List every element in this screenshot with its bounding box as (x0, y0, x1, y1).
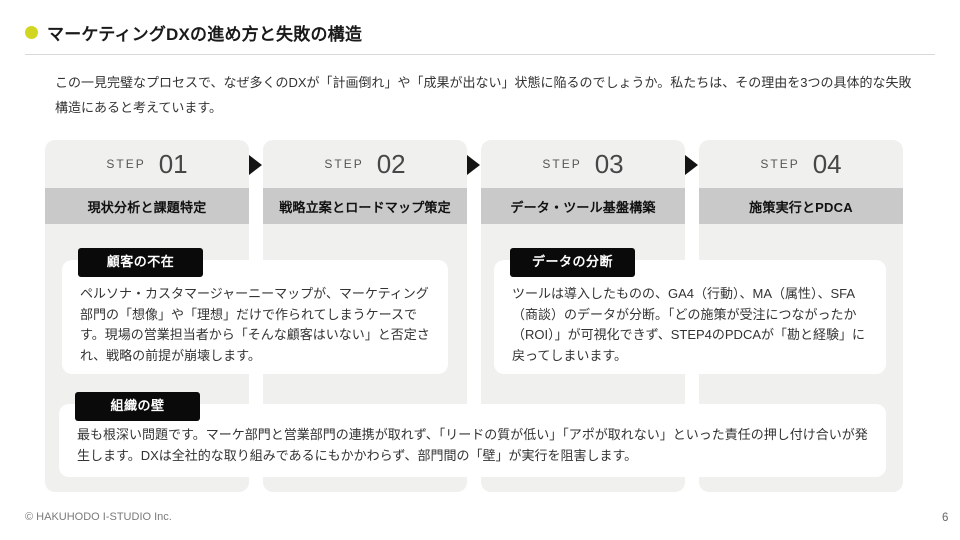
step-label: STEP (542, 157, 582, 171)
arrow-right-icon (249, 155, 262, 175)
copyright: © HAKUHODO I-STUDIO Inc. (25, 511, 172, 523)
arrow-right-icon (467, 155, 480, 175)
step-label: STEP (324, 157, 364, 171)
intro-text: この一見完璧なプロセスで、なぜ多くのDXが「計画倒れ」や「成果が出ない」状態に陥… (55, 75, 912, 115)
step-name-band: 戦略立案とロードマップ策定 (263, 188, 467, 224)
step-number: 01 (158, 148, 188, 179)
failure-note-customer-absence: 顧客の不在 ペルソナ・カスタマージャーニーマップが、マーケティング部門の「想像」… (62, 248, 448, 374)
step-number: 03 (594, 148, 624, 179)
step-label: STEP (760, 157, 800, 171)
step-header: STEP 02 (263, 140, 467, 188)
step-name-band: 現状分析と課題特定 (45, 188, 249, 224)
slide-header: マーケティングDXの進め方と失敗の構造 (25, 20, 362, 45)
failure-text: ツールは導入したものの、GA4（行動）、MA（属性）、SFA（商談）のデータが分… (512, 286, 866, 363)
failure-note-data-silos: データの分断 ツールは導入したものの、GA4（行動）、MA（属性）、SFA（商談… (494, 248, 886, 374)
failure-note-organizational-wall: 組織の壁 最も根深い問題です。マーケ部門と営業部門の連携が取れず、「リードの質が… (59, 392, 886, 477)
failure-tag: 顧客の不在 (78, 248, 203, 277)
failure-tag: 組織の壁 (75, 392, 200, 421)
arrow-right-icon (685, 155, 698, 175)
step-label: STEP (106, 157, 146, 171)
failure-text: 最も根深い問題です。マーケ部門と営業部門の連携が取れず、「リードの質が低い」「ア… (77, 427, 868, 463)
step-name-band: データ・ツール基盤構築 (481, 188, 685, 224)
step-header: STEP 04 (699, 140, 903, 188)
page-number: 6 (942, 512, 949, 524)
step-number: 04 (812, 148, 842, 179)
accent-dot-icon (25, 26, 38, 39)
step-header: STEP 03 (481, 140, 685, 188)
step-name-band: 施策実行とPDCA (699, 188, 903, 224)
step-number: 02 (376, 148, 406, 179)
page-title: マーケティングDXの進め方と失敗の構造 (47, 25, 363, 44)
failure-tag: データの分断 (510, 248, 635, 277)
header-divider (25, 54, 935, 55)
failure-text: ペルソナ・カスタマージャーニーマップが、マーケティング部門の「想像」や「理想」だ… (80, 286, 430, 363)
step-header: STEP 01 (45, 140, 249, 188)
